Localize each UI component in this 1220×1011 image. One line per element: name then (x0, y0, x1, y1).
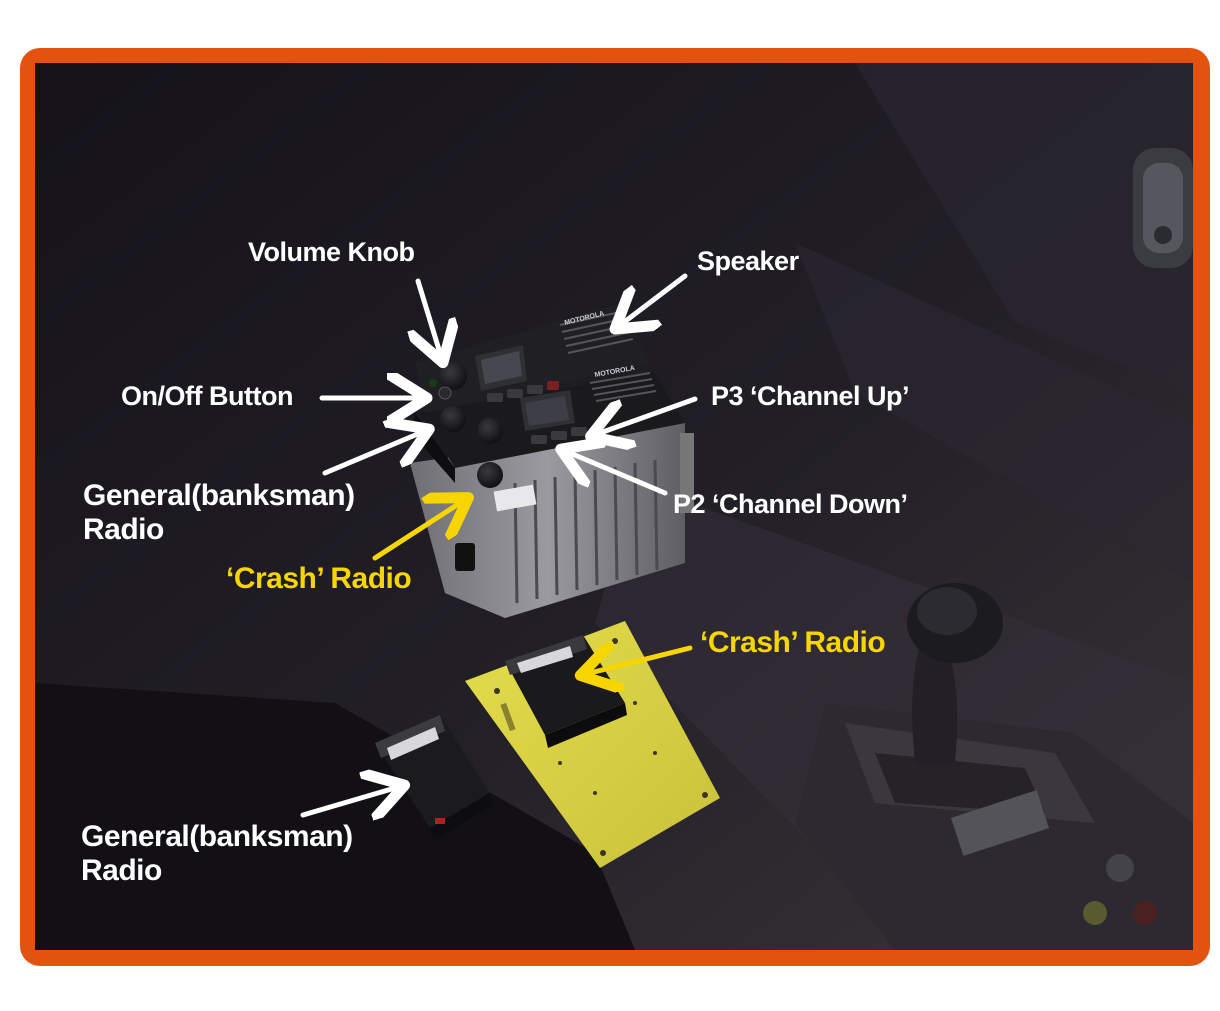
label-crash-radio-bottom: ‘Crash’ Radio (700, 626, 886, 659)
label-p3-channel-up: P3 ‘Channel Up’ (711, 381, 910, 411)
label-volume-knob: Volume Knob (248, 237, 415, 267)
label-crash-radio-top: ‘Crash’ Radio (226, 562, 412, 595)
label-general-radio-top-line2: Radio (83, 512, 164, 546)
general-radio-box (375, 715, 493, 841)
clip-device (1133, 148, 1193, 268)
label-general-radio-top-line1: General(banksman) (83, 479, 355, 512)
arrow-general-top (322, 433, 420, 476)
arrow-crash-top (372, 503, 460, 561)
arrow-crash-bottom (590, 648, 693, 673)
label-general-radio-top: General(banksman) Radio (83, 479, 355, 546)
joystick-console (795, 583, 1193, 950)
arrow-p2 (570, 453, 668, 496)
arrow-general-bottom (300, 788, 395, 815)
label-on-off-button: On/Off Button (121, 381, 293, 411)
console-surface (35, 683, 635, 950)
label-p2-channel-down: P2 ‘Channel Down’ (673, 489, 908, 519)
radio-photo: MOTOROLA MOTOROLA (35, 63, 1193, 950)
label-general-radio-bottom: General(banksman) Radio (81, 820, 353, 887)
arrow-speaker (623, 273, 688, 323)
arrow-volume-knob (418, 278, 440, 353)
label-general-radio-bottom-line2: Radio (81, 853, 162, 887)
label-speaker: Speaker (697, 246, 799, 276)
arrow-p3 (600, 396, 698, 433)
annotation-arrows (300, 273, 698, 950)
label-general-radio-bottom-line1: General(banksman) (81, 820, 353, 853)
